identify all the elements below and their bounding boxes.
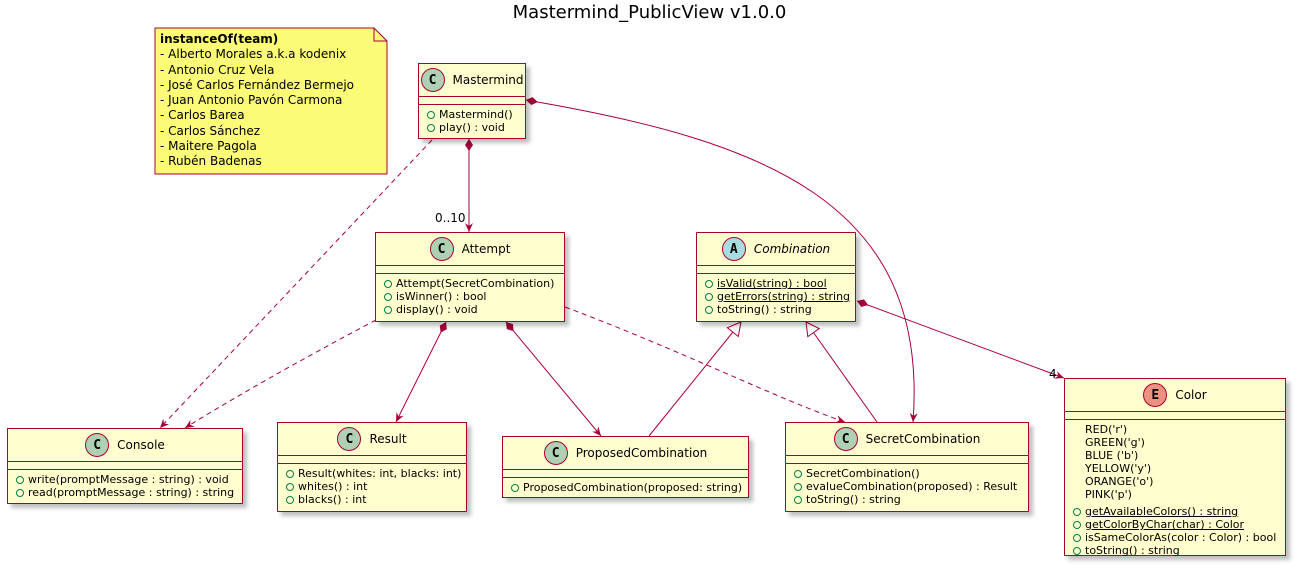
note-member: - Rubén Badenas	[160, 154, 262, 169]
class-name: Color	[1175, 388, 1207, 402]
edge-attempt-result	[395, 321, 447, 423]
class-result: C Result Result(whites: int, blacks: int…	[277, 422, 467, 512]
team-note: instanceOf(team) - Alberto Morales a.k.a…	[154, 27, 388, 175]
public-icon	[384, 293, 392, 301]
multiplicity-color: 4	[1049, 367, 1057, 381]
multiplicity-attempt: 0..10	[435, 211, 466, 225]
class-mastermind: C Mastermind Mastermind() play() : void	[418, 63, 526, 139]
member: play() : void	[439, 121, 505, 134]
edge-combination-color	[856, 299, 1065, 379]
class-icon: C	[543, 441, 568, 465]
class-name: Console	[117, 438, 165, 452]
public-icon	[286, 470, 294, 478]
class-combination: A Combination isValid(string) : bool get…	[696, 232, 856, 322]
enum-value: ORANGE('o')	[1085, 475, 1154, 488]
public-icon	[705, 306, 713, 314]
class-console: C Console write(promptMessage : string) …	[7, 428, 243, 504]
public-icon	[427, 124, 435, 132]
edge-attempt-secret	[564, 306, 846, 423]
public-icon	[1073, 534, 1081, 542]
member: read(promptMessage : string) : string	[28, 486, 235, 499]
member: whites() : int	[298, 480, 368, 493]
class-icon: C	[420, 68, 445, 92]
class-icon: C	[85, 433, 110, 457]
note-member: - Juan Antonio Pavón Carmona	[160, 93, 343, 108]
note-member: - Antonio Cruz Vela	[160, 62, 275, 77]
class-secret-combination: C SecretCombination SecretCombination() …	[785, 422, 1029, 512]
member: evalueCombination(proposed) : Result	[806, 480, 1018, 493]
note-member: - Maitere Pagola	[160, 139, 257, 154]
enum-icon: E	[1143, 383, 1168, 407]
public-icon	[16, 476, 24, 484]
member: blacks() : int	[298, 493, 367, 506]
member: Mastermind()	[439, 108, 513, 121]
note-member: - Carlos Sánchez	[160, 123, 261, 138]
enum-value: PINK('p')	[1085, 488, 1132, 501]
member: getColorByChar(char) : Color	[1085, 518, 1245, 531]
public-icon	[705, 293, 713, 301]
diagram-title: Mastermind_PublicView v1.0.0	[512, 2, 787, 23]
enum-value: BLUE ('b')	[1085, 449, 1139, 462]
class-name: ProposedCombination	[575, 446, 708, 460]
member: isWinner() : bool	[396, 290, 487, 303]
member: toString() : string	[806, 493, 901, 506]
public-icon	[705, 280, 713, 288]
enum-value: YELLOW('y')	[1085, 462, 1152, 475]
member: Attempt(SecretCombination)	[396, 277, 555, 290]
class-name: Result	[369, 432, 407, 446]
member: SecretCombination()	[806, 467, 920, 480]
public-icon	[427, 111, 435, 119]
public-icon	[794, 483, 802, 491]
public-icon	[286, 496, 294, 504]
class-icon: C	[337, 427, 362, 451]
class-attempt: C Attempt Attempt(SecretCombination) isW…	[375, 232, 565, 322]
public-icon	[384, 306, 392, 314]
member: display() : void	[396, 303, 478, 316]
public-icon	[1073, 521, 1081, 529]
member: toString() : string	[717, 303, 812, 316]
member: isSameColorAs(color : Color) : bool	[1085, 531, 1277, 544]
note-member: - Alberto Morales a.k.a kodenix	[160, 47, 347, 62]
member: write(promptMessage : string) : void	[28, 473, 229, 486]
edge-secret-combination	[805, 321, 878, 423]
public-icon	[794, 470, 802, 478]
member: isValid(string) : bool	[717, 277, 827, 290]
public-icon	[511, 484, 519, 492]
enum-value: RED('r')	[1085, 423, 1128, 436]
public-icon	[794, 496, 802, 504]
public-icon	[286, 483, 294, 491]
edge-attempt-proposed	[505, 321, 602, 437]
public-icon	[16, 489, 24, 497]
class-icon: C	[833, 427, 858, 451]
note-member: - Carlos Barea	[160, 108, 245, 123]
member: Result(whites: int, blacks: int)	[298, 467, 462, 480]
class-name: Combination	[753, 242, 831, 256]
member: ProposedCombination(proposed: string)	[523, 481, 743, 494]
edge-proposed-combination	[648, 321, 742, 437]
edge-mastermind-console	[159, 139, 433, 429]
enum-color: E Color RED('r') GREEN('g') BLUE ('b') Y…	[1064, 378, 1286, 557]
member: getErrors(string) : string	[717, 290, 851, 303]
note-member: - José Carlos Fernández Bermejo	[160, 77, 354, 92]
class-proposed-combination: C ProposedCombination ProposedCombinatio…	[502, 436, 749, 498]
note-heading: instanceOf(team)	[160, 32, 279, 46]
member: getAvailableColors() : string	[1085, 505, 1239, 518]
class-name: Mastermind	[452, 73, 524, 87]
enum-value: GREEN('g')	[1085, 436, 1145, 449]
public-icon	[1073, 508, 1081, 516]
member: toString() : string	[1085, 544, 1180, 557]
public-icon	[1073, 547, 1081, 555]
class-name: SecretCombination	[865, 432, 981, 446]
class-name: Attempt	[461, 242, 511, 256]
class-icon: C	[429, 237, 454, 261]
edge-attempt-console	[184, 319, 377, 429]
public-icon	[384, 280, 392, 288]
abstract-class-icon: A	[721, 237, 746, 261]
